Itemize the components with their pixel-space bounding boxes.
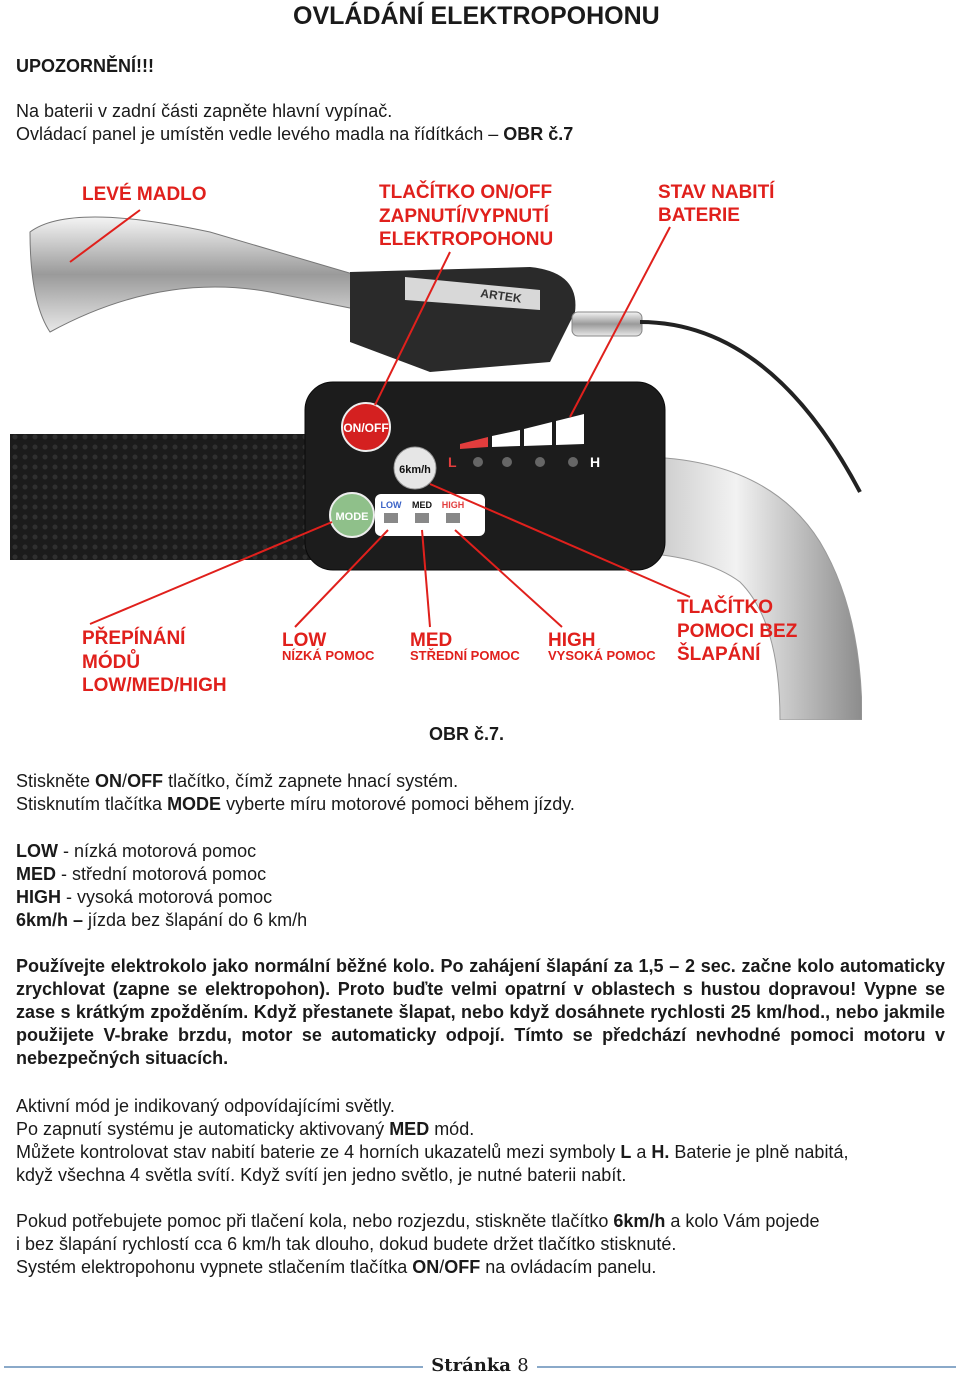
push-assist-line-2: i bez šlapání rychlostí cca 6 km/h tak d… <box>16 1234 677 1254</box>
active-mode-line-2: Po zapnutí systému je automaticky aktivo… <box>16 1119 475 1139</box>
push-assist-line-3: Systém elektropohonu vypnete stlačením t… <box>16 1257 657 1277</box>
mode-indicator-strip <box>375 494 485 536</box>
figure-caption: OBR č.7. <box>429 724 505 744</box>
label-high: HIGH <box>548 630 596 651</box>
label-mode: PŘEPÍNÁNÍ <box>82 627 186 649</box>
svg-text:ŠLAPÁNÍ: ŠLAPÁNÍ <box>677 643 761 665</box>
svg-text:ZAPNUTÍ/VYPNUTÍ: ZAPNUTÍ/VYPNUTÍ <box>379 205 550 227</box>
kmh-button <box>393 446 437 490</box>
label-push: TLAČÍTKO <box>677 596 773 618</box>
handlebar <box>609 456 862 720</box>
scale-l: L <box>448 454 457 470</box>
label-left-grip: LEVÉ MADLO <box>82 183 207 205</box>
label-med: MED <box>410 630 452 651</box>
label-low: LOW <box>282 630 326 651</box>
svg-text:STŘEDNÍ POMOC: STŘEDNÍ POMOC <box>410 648 520 663</box>
usage-paragraph: Používejte elektrokolo jako normální běž… <box>16 956 945 1068</box>
mode-line-med: MED - střední motorová pomoc <box>16 864 267 884</box>
svg-text:MÓDŮ: MÓDŮ <box>82 650 140 673</box>
svg-text:VYSOKÁ POMOC: VYSOKÁ POMOC <box>548 648 656 663</box>
intro-line-2: Ovládací panel je umístěn vedle levého m… <box>16 124 574 144</box>
svg-text:LOW: LOW <box>381 500 402 510</box>
scale-h: H <box>590 454 600 470</box>
step-line-2: Stisknutím tlačítka MODE vyberte míru mo… <box>16 794 575 814</box>
mode-line-low: LOW - nízká motorová pomoc <box>16 841 257 861</box>
svg-text:NÍZKÁ POMOC: NÍZKÁ POMOC <box>282 648 375 663</box>
svg-text:MED: MED <box>412 500 433 510</box>
brake-lever <box>29 216 381 333</box>
grip <box>10 434 330 560</box>
svg-text:6km/h: 6km/h <box>399 464 431 476</box>
intro-line-1: Na baterii v zadní části zapněte hlavní … <box>16 101 393 121</box>
warning-heading: UPOZORNĚNÍ!!! <box>16 56 154 76</box>
active-mode-line-1: Aktivní mód je indikovaný odpovídajícími… <box>16 1096 395 1116</box>
active-mode-line-4: když všechna 4 světla svítí. Když svítí … <box>16 1165 627 1185</box>
svg-text:ON/OFF: ON/OFF <box>343 421 388 435</box>
label-battery: STAV NABITÍ <box>658 181 775 203</box>
mode-line-6kmh: 6km/h – jízda bez šlapání do 6 km/h <box>16 910 308 930</box>
svg-text:POMOCI BEZ: POMOCI BEZ <box>677 621 798 642</box>
control-panel-figure: ARTEK L H ON/OFF 6km/h MODE LOW MED HIGH… <box>10 181 862 720</box>
page-footer: Stránka 8 <box>0 1355 960 1376</box>
push-assist-line-1: Pokud potřebujete pomoc při tlačení kola… <box>16 1211 820 1231</box>
step-line-1: Stiskněte ON/OFF tlačítko, čímž zapnete … <box>16 771 459 791</box>
footer-rule-left <box>4 1366 428 1368</box>
onoff-button <box>341 402 391 452</box>
cable-connector <box>571 311 643 337</box>
label-onoff: TLAČÍTKO ON/OFF <box>379 181 552 203</box>
mode-button <box>329 492 375 538</box>
cable <box>639 320 862 493</box>
active-mode-line-3: Můžete kontrolovat stav nabití baterie z… <box>16 1142 849 1162</box>
page-title: OVLÁDÁNÍ ELEKTROPOHONU <box>293 2 660 30</box>
svg-text:HIGH: HIGH <box>442 500 465 510</box>
svg-text:LOW/MED/HIGH: LOW/MED/HIGH <box>82 675 227 696</box>
svg-text:ELEKTROPOHONU: ELEKTROPOHONU <box>379 229 553 250</box>
mode-line-high: HIGH - vysoká motorová pomoc <box>16 887 273 907</box>
svg-text:BATERIE: BATERIE <box>658 205 740 226</box>
footer-rule-right <box>532 1366 956 1368</box>
brand-text: ARTEK <box>480 286 523 306</box>
svg-text:MODE: MODE <box>336 511 369 523</box>
